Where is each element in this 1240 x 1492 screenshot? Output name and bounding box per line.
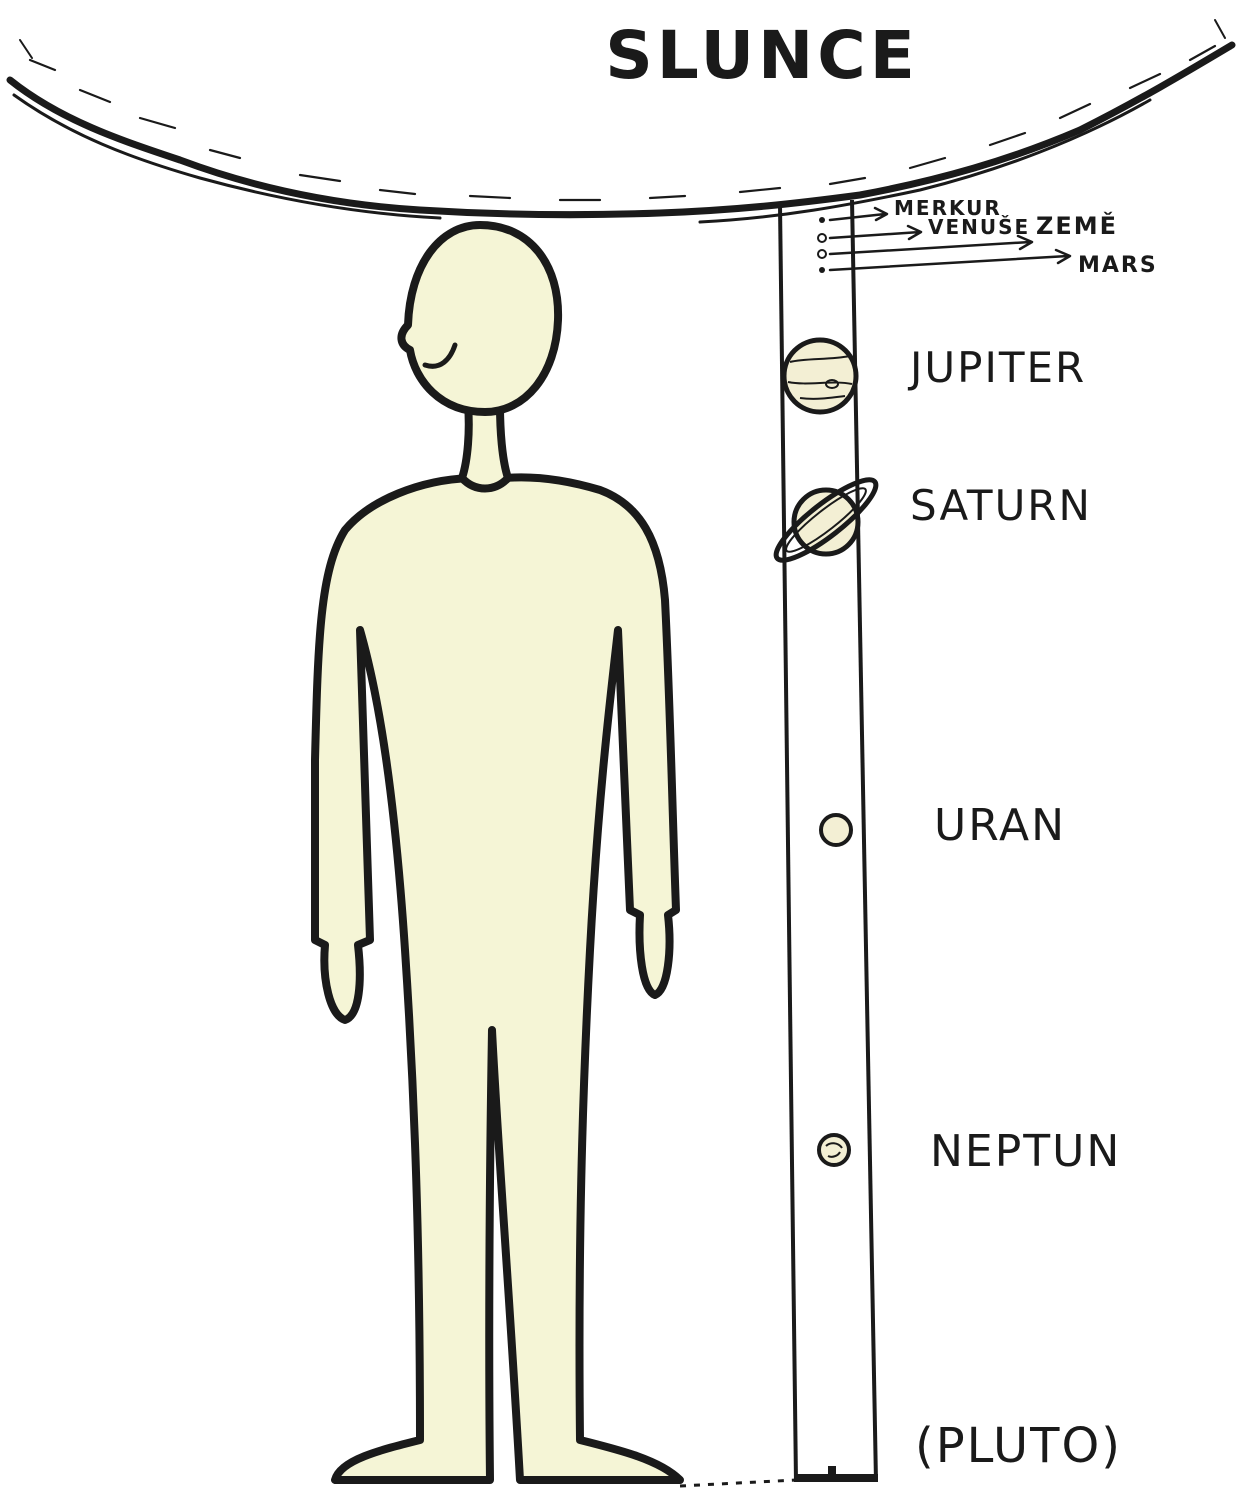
label-venuse: VENUŠE	[928, 215, 1030, 239]
jupiter-planet	[784, 340, 856, 412]
label-mars: MARS	[1078, 253, 1158, 278]
label-uran: URAN	[934, 800, 1066, 851]
label-neptun: NEPTUN	[930, 1126, 1121, 1177]
merkur-dot	[819, 217, 825, 223]
label-jupiter: JUPITER	[907, 343, 1086, 392]
uran-planet	[821, 815, 851, 845]
label-zeme: ZEMĚ	[1036, 211, 1118, 240]
inner-planets: MERKUR VENUŠE ZEMĚ MARS	[818, 196, 1158, 278]
label-pluto: (PLUTO)	[915, 1418, 1122, 1474]
neptun-planet	[819, 1135, 849, 1165]
venuse-dot	[818, 234, 826, 242]
human-figure	[315, 225, 680, 1480]
zeme-dot	[818, 250, 826, 258]
arrow-merkur	[830, 208, 887, 220]
arrow-venuse	[830, 226, 921, 239]
sun-title: SLUNCE	[605, 17, 919, 94]
label-saturn: SATURN	[910, 481, 1092, 530]
mars-dot	[819, 267, 825, 273]
